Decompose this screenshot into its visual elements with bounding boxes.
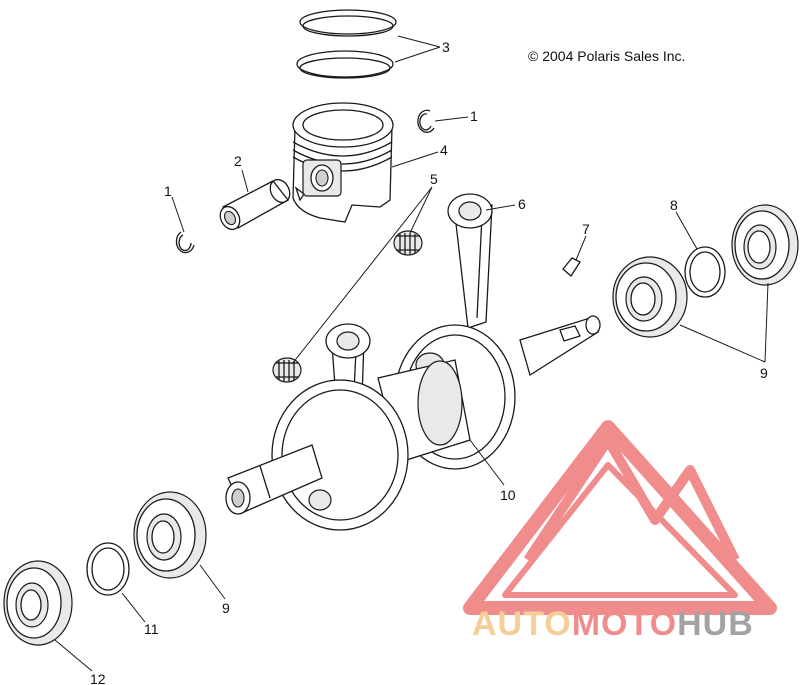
callout-11: 11 (144, 621, 159, 637)
callout-12: 12 (90, 671, 106, 685)
crankshaft (225, 315, 601, 531)
callout-5: 5 (430, 171, 438, 187)
watermark-text-moto: MOTO (572, 605, 677, 643)
woodruff-key (562, 257, 581, 277)
callout-1-right: 1 (470, 108, 478, 124)
spacer-ring (86, 542, 130, 596)
callout-4: 4 (440, 142, 448, 158)
callout-3: 3 (442, 39, 450, 55)
connecting-rod-rear (447, 193, 493, 329)
piston (292, 102, 394, 223)
callout-labels: 3 1 4 2 1 5 6 7 8 9 10 9 11 12 (90, 39, 768, 685)
main-bearing-left (133, 491, 207, 579)
automotohub-watermark: AUTOMOTOHUB (463, 420, 777, 643)
callout-1-left: 1 (164, 183, 172, 199)
leader-lines (54, 35, 769, 672)
callout-10: 10 (500, 487, 516, 503)
needle-bearing-lower (272, 357, 302, 383)
main-bearing-right-inner (612, 256, 688, 338)
oil-seal (3, 560, 73, 646)
callout-2: 2 (234, 153, 242, 169)
callout-9-left: 9 (222, 600, 230, 616)
watermark-text-hub: HUB (677, 605, 754, 643)
circlip-right (417, 109, 435, 133)
piston-ring-set (296, 9, 397, 79)
piston-pin (219, 178, 291, 231)
callout-8: 8 (670, 197, 678, 213)
main-bearing-right-outer (731, 204, 799, 286)
needle-bearing-upper (393, 230, 423, 256)
copyright-text: © 2004 Polaris Sales Inc. (528, 48, 685, 64)
callout-7: 7 (582, 221, 590, 237)
shim-ring (684, 246, 726, 298)
callout-6: 6 (518, 196, 526, 212)
circlip-left (175, 231, 195, 254)
svg-text:AUTOMOTOHUB: AUTOMOTOHUB (472, 605, 754, 643)
callout-9-right: 9 (760, 365, 768, 381)
watermark-text-auto: AUTO (472, 605, 572, 643)
